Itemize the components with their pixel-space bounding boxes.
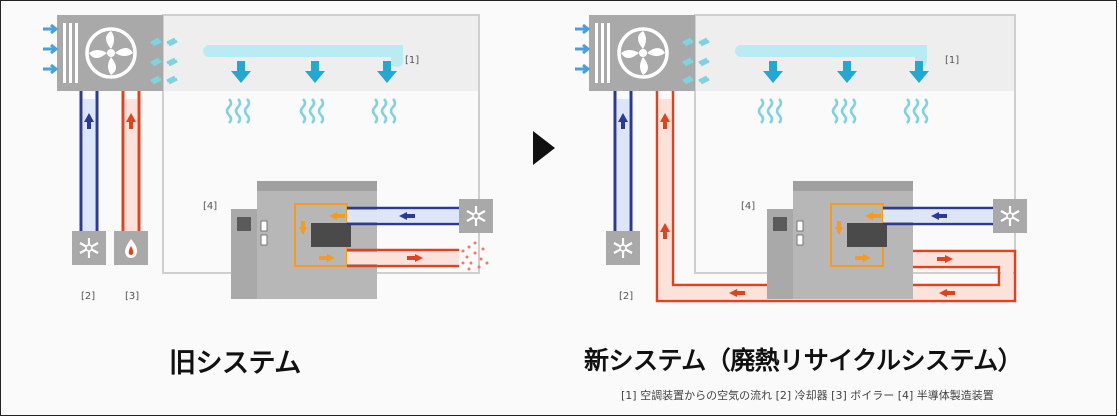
old-air-wave-icon <box>299 97 325 125</box>
new-air-wave-icon <box>757 97 783 125</box>
old-air-wave-icon <box>225 97 251 125</box>
new-hot-left-arrow-icon <box>729 289 737 297</box>
old-system-title: 旧システム <box>169 348 301 379</box>
new-system-title: 新システム（廃熱リサイクルシステム） <box>584 346 1023 375</box>
old-system-diagram: [1] [2] [3] [4] <box>41 13 495 302</box>
new-heat-recycle-pipe-outer <box>655 91 1017 303</box>
new-intake-arrows-icon <box>573 23 590 75</box>
new-heat-recycle-pipe-inner <box>671 91 1001 287</box>
old-hot-pipe <box>121 91 141 231</box>
old-hot-right-arrow-icon <box>415 254 423 262</box>
new-air-wave-icon <box>831 97 857 125</box>
old-semiconductor-equipment <box>230 180 378 300</box>
old-label-3: [3] <box>125 291 139 302</box>
old-cooler-right-snowflake-icon <box>457 197 495 235</box>
old-fan-icon <box>55 13 165 93</box>
new-label-2: [2] <box>619 291 633 302</box>
new-semiconductor-equipment <box>766 180 914 300</box>
new-cooler-right-snowflake-icon <box>991 197 1029 235</box>
old-label-4: [4] <box>203 201 217 212</box>
new-fan-icon <box>587 13 697 93</box>
old-cold-left-arrow-icon <box>399 212 407 220</box>
old-cold-pipe <box>79 91 99 231</box>
old-air-duct <box>203 45 403 67</box>
old-intake-arrows-icon <box>41 23 58 75</box>
new-cold-pipe <box>613 91 633 231</box>
new-cooler-snowflake-icon <box>604 229 642 267</box>
new-label-1: [1] <box>945 55 959 66</box>
old-heat-exhaust-spray-icon <box>461 241 489 271</box>
old-boiler-flame-icon <box>114 231 148 265</box>
new-cold-left-arrow-icon <box>931 212 939 220</box>
old-cooler-snowflake-icon <box>70 229 108 267</box>
new-hot-up-arrow-icon <box>660 113 670 122</box>
new-label-4: [4] <box>741 201 755 212</box>
old-cold-up-arrow-icon <box>84 113 94 122</box>
new-cold-up-arrow-icon <box>618 113 628 122</box>
new-hot-left-arrow-icon <box>939 289 947 297</box>
old-hot-up-arrow-icon <box>126 113 136 122</box>
new-air-duct <box>735 45 927 67</box>
legend: [1] 空調装置からの空気の流れ [2] 冷却器 [3] ボイラー [4] 半導… <box>621 389 994 402</box>
old-air-wave-icon <box>371 97 397 125</box>
old-label-1: [1] <box>405 55 419 66</box>
play-arrow-icon <box>533 131 555 165</box>
new-system-diagram: [1] [2] [4] <box>573 13 1029 303</box>
new-air-wave-icon <box>903 97 929 125</box>
old-label-2: [2] <box>81 291 95 302</box>
